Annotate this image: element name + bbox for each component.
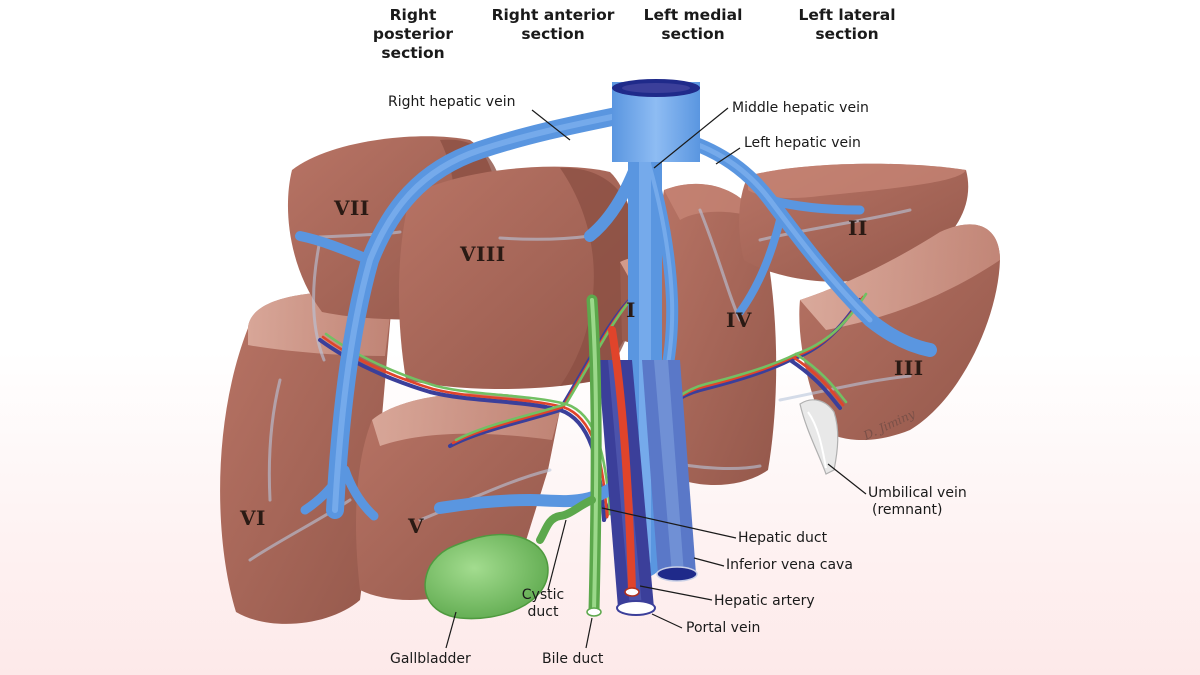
label-umbilical-vein-line2: (remnant) <box>872 502 943 518</box>
label-cystic-duct-line2: duct <box>527 604 559 620</box>
segment-label-viii: VIII <box>460 242 506 266</box>
label-hepatic-artery: Hepatic artery <box>714 593 815 609</box>
label-left-hepatic-vein: Left hepatic vein <box>744 135 861 151</box>
label-bile-duct: Bile duct <box>542 651 604 667</box>
header-left-lateral-section: Left lateral section <box>798 6 896 43</box>
label-gallbladder: Gallbladder <box>390 651 471 667</box>
header-right-posterior-section: Right posterior section <box>372 6 454 62</box>
label-right-hepatic-vein: Right hepatic vein <box>388 94 516 110</box>
label-umbilical-vein-line1: Umbilical vein <box>868 485 967 501</box>
segment-label-v: V <box>408 514 425 538</box>
segment-label-vi: VI <box>240 506 266 530</box>
hepatic-artery <box>608 326 640 597</box>
hepatic-vein-tree <box>295 93 937 577</box>
gallbladder <box>424 496 596 620</box>
label-cystic-duct-line1: Cystic <box>521 587 565 603</box>
segment-label-vii: VII <box>334 196 370 220</box>
segment-label-iv: IV <box>726 308 752 332</box>
header-left-medial-section: Left medial section <box>643 6 743 43</box>
label-inferior-vena-cava: Inferior vena cava <box>726 557 853 573</box>
segment-label-ii: II <box>848 216 868 240</box>
segment-label-i: I <box>626 298 636 322</box>
ivc-top-opening <box>612 79 700 162</box>
bile-duct <box>586 294 602 617</box>
label-middle-hepatic-vein: Middle hepatic vein <box>732 100 869 116</box>
umbilical-vein-remnant <box>799 399 839 475</box>
label-umbilical-vein: Umbilical vein (remnant) <box>868 485 967 519</box>
header-right-anterior-section: Right anterior section <box>491 6 615 43</box>
leader-lines <box>445 107 867 649</box>
label-hepatic-duct: Hepatic duct <box>738 530 828 546</box>
segment-label-iii: III <box>894 356 924 380</box>
liver-segment-viii-block <box>398 166 640 389</box>
label-cystic-duct: Cystic duct <box>512 587 574 621</box>
label-portal-vein: Portal vein <box>686 620 761 636</box>
